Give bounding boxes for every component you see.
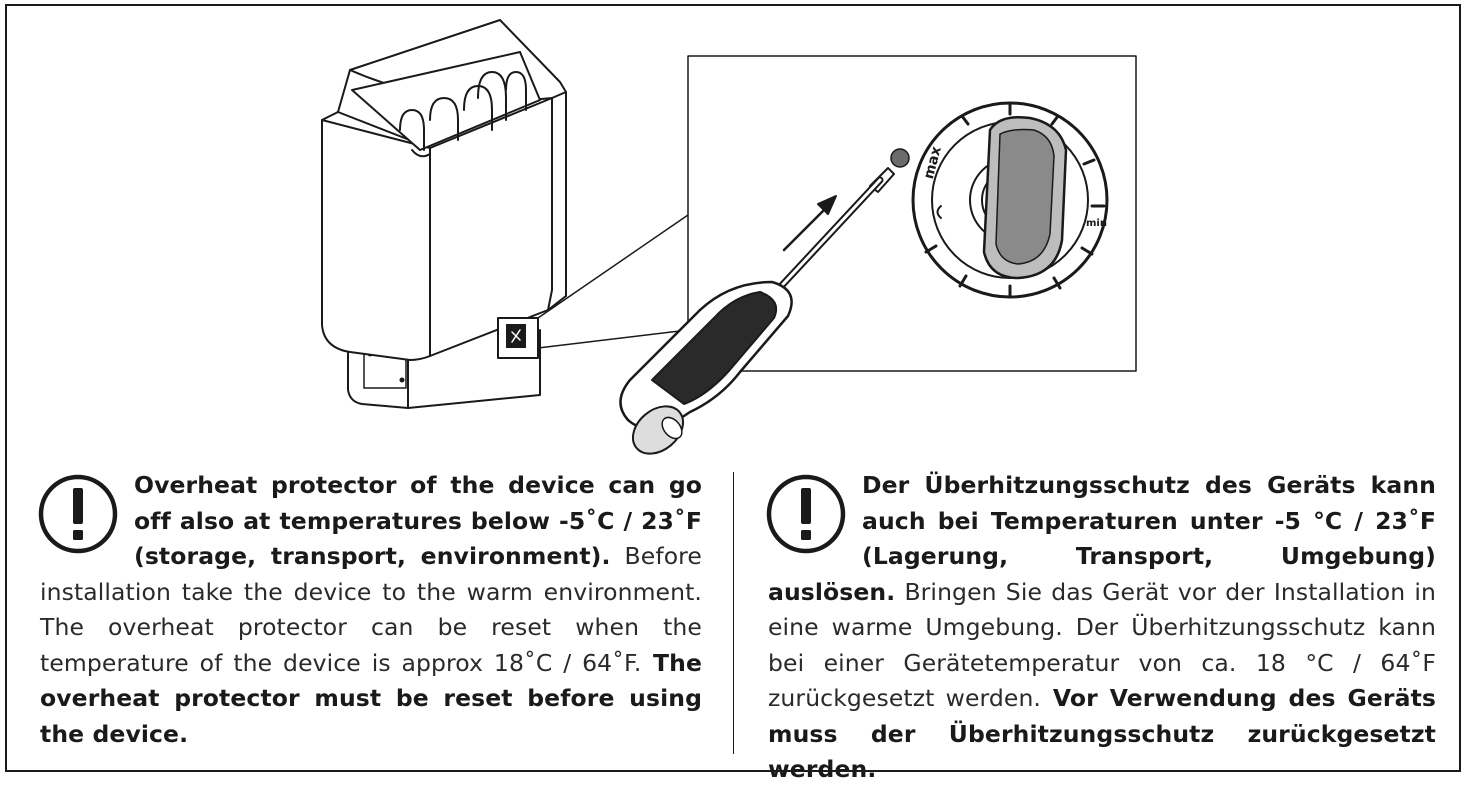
warning-text-de: Der Überhitzungsschutz des Geräts kann a… [768,471,1436,606]
direction-arrow [782,195,837,252]
closing-text-en: The overheat protector must be reset bef… [40,648,702,748]
warning-block-english: Overheat protector of the device can go … [38,468,702,752]
warning-text-en: Overheat protector of the device can go … [134,471,702,570]
column-divider [733,472,734,754]
warning-exclamation-icon [766,474,846,554]
heater-body [321,19,567,361]
page-frame [5,4,1461,772]
knob-label-min: min [1086,218,1107,229]
warning-block-german: Der Überhitzungsschutz des Geräts kann a… [766,468,1436,788]
body-text-de: Bringen Sie das Gerät vor der Installati… [768,577,1436,713]
illustration-sauna-heater-reset: max min [321,19,1137,455]
warning-exclamation-icon [38,474,118,554]
screwdriver [619,167,895,455]
body-text-en: Before installation take the device to t… [40,542,702,677]
thermostat-knob [911,101,1109,299]
reset-button-hole [890,148,910,168]
closing-text-de: Vor Verwendung des Geräts muss der Überh… [768,684,1436,783]
